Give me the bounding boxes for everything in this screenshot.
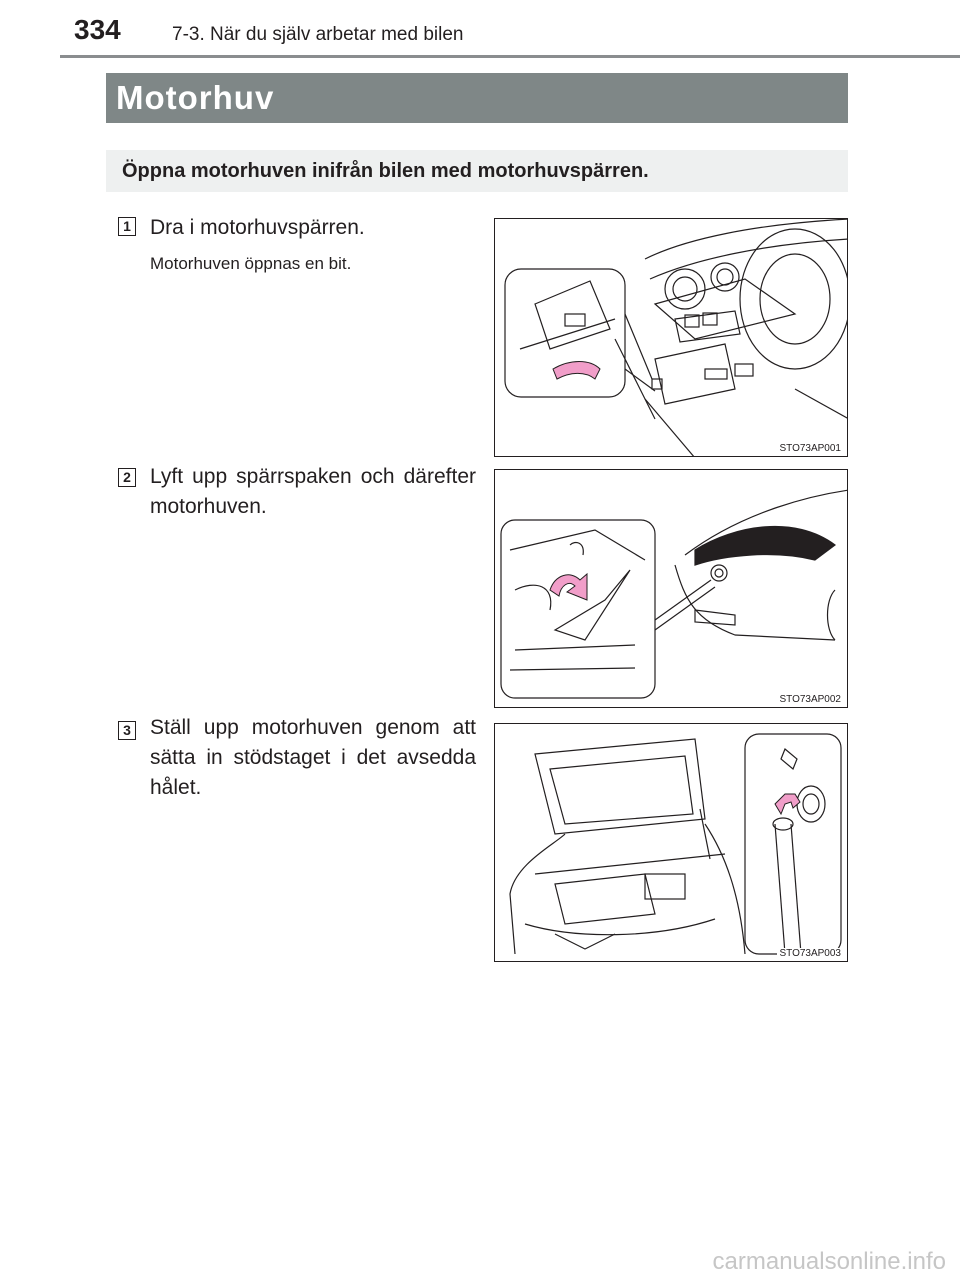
- step-note-1: Motorhuven öppnas en bit.: [150, 254, 352, 273]
- section-banner: Motorhuv: [106, 73, 848, 123]
- summary-box: Öppna motorhuven inifrån bilen med motor…: [106, 150, 848, 192]
- section-title: Motorhuv: [116, 79, 275, 116]
- step-number-2: 2: [118, 468, 136, 487]
- watermark: carmanualsonline.info: [712, 1248, 946, 1275]
- figure-hood-release-lever: STO73AP001: [494, 218, 848, 457]
- figure-code-2: STO73AP002: [777, 694, 843, 705]
- figure-code-3: STO73AP003: [777, 948, 843, 959]
- chapter-title: 7-3. När du själv arbetar med bilen: [172, 24, 464, 45]
- step-text-3: Ställ upp motorhuven genom att sätta in …: [150, 716, 476, 799]
- summary-text: Öppna motorhuven inifrån bilen med motor…: [122, 159, 649, 182]
- page-number: 334: [74, 14, 121, 45]
- figure-latch-lever: STO73AP002: [494, 469, 848, 708]
- step-text-2: Lyft upp spärrspaken och därefter motorh…: [150, 465, 476, 518]
- illustration-car-front-latch: [500, 489, 847, 699]
- step-text-1: Dra i motorhuvspärren.: [150, 216, 365, 239]
- figure-code-1: STO73AP001: [777, 443, 843, 454]
- step-number-3: 3: [118, 721, 136, 740]
- illustration-dashboard: [504, 219, 847, 456]
- header-divider: [60, 55, 960, 58]
- figure-hood-support-rod: STO73AP003: [494, 723, 848, 962]
- illustration-open-engine-bay: [509, 733, 842, 955]
- step-number-1: 1: [118, 217, 136, 236]
